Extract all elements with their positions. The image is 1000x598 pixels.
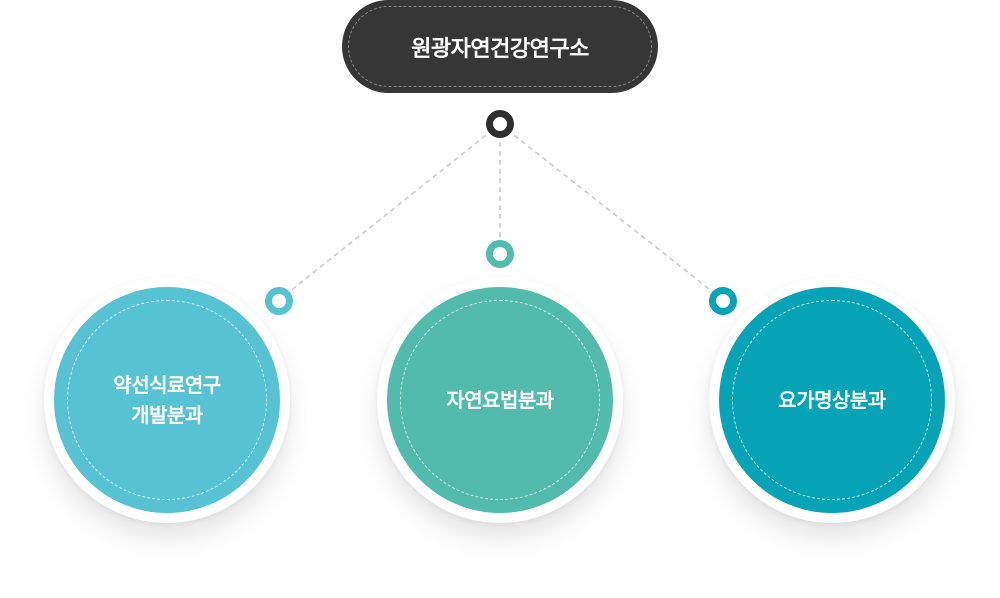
department-node-1-label-line-2: 개발분과 <box>131 403 203 427</box>
department-node-3-connector-dot <box>709 287 737 315</box>
root-node-label: 원광자연건강연구소 <box>411 36 589 62</box>
connector-right <box>499 123 724 301</box>
root-node-dashed-border <box>348 6 652 87</box>
connector-left <box>278 123 501 301</box>
department-node-1: 약선식료연구 개발분과 <box>44 277 290 523</box>
department-node-2-dashed-ring <box>400 300 600 500</box>
department-node-3-fill: 요가명상분과 <box>719 287 945 513</box>
department-node-1-dashed-ring <box>67 300 267 500</box>
department-node-3-dashed-ring <box>732 300 932 500</box>
department-node-3-label: 요가명상분과 <box>719 287 945 513</box>
root-node: 원광자연건강연구소 <box>342 0 658 93</box>
department-node-2: 자연요법분과 <box>377 277 623 523</box>
department-node-1-connector-dot <box>265 287 293 315</box>
department-node-1-label: 약선식료연구 개발분과 <box>54 287 280 513</box>
department-node-2-connector-dot <box>486 240 514 268</box>
department-node-3: 요가명상분과 <box>709 277 955 523</box>
department-node-2-label-line-1: 자연요법분과 <box>446 388 554 412</box>
department-node-1-fill: 약선식료연구 개발분과 <box>54 287 280 513</box>
department-node-1-label-line-1: 약선식료연구 <box>113 373 221 397</box>
department-node-2-label: 자연요법분과 <box>387 287 613 513</box>
department-node-3-label-line-1: 요가명상분과 <box>778 388 886 412</box>
department-node-2-fill: 자연요법분과 <box>387 287 613 513</box>
root-connector-dot <box>486 110 514 138</box>
